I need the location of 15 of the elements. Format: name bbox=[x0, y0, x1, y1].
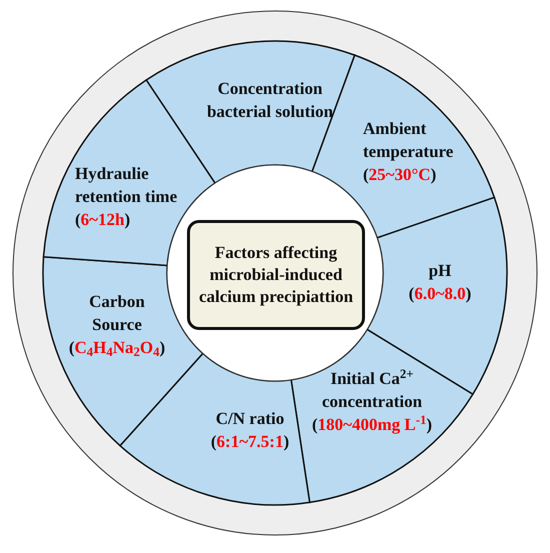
factor-range: (180~400mg L$^{-1}$) bbox=[310, 413, 434, 436]
factor-name: pH bbox=[428, 260, 452, 282]
factor-range: (6~12h) bbox=[75, 209, 132, 231]
title-text: Factors affecting microbial-induced calcium precipiattion bbox=[198, 242, 354, 308]
title-box bbox=[187, 220, 365, 330]
factor-name: C/N ratio bbox=[214, 408, 286, 430]
factor-range: (25~30°C) bbox=[363, 164, 438, 186]
factor-range: (6.0~8.0) bbox=[408, 283, 472, 305]
factor-name: Concentration bacterial solution bbox=[206, 78, 334, 123]
factor-name: Hydraulie retention time bbox=[75, 163, 178, 208]
factor-name: Initial Ca$^{2+}$ concentration bbox=[320, 367, 424, 413]
factor-range: (C$_{4}$H$_{4}$Na$_{2}$O$_{4}$) bbox=[68, 337, 166, 359]
factor-name: Carbon Source bbox=[88, 291, 146, 336]
factor-name: Ambient temperature bbox=[363, 118, 454, 163]
factor-range: (6:1~7.5:1) bbox=[210, 431, 290, 453]
